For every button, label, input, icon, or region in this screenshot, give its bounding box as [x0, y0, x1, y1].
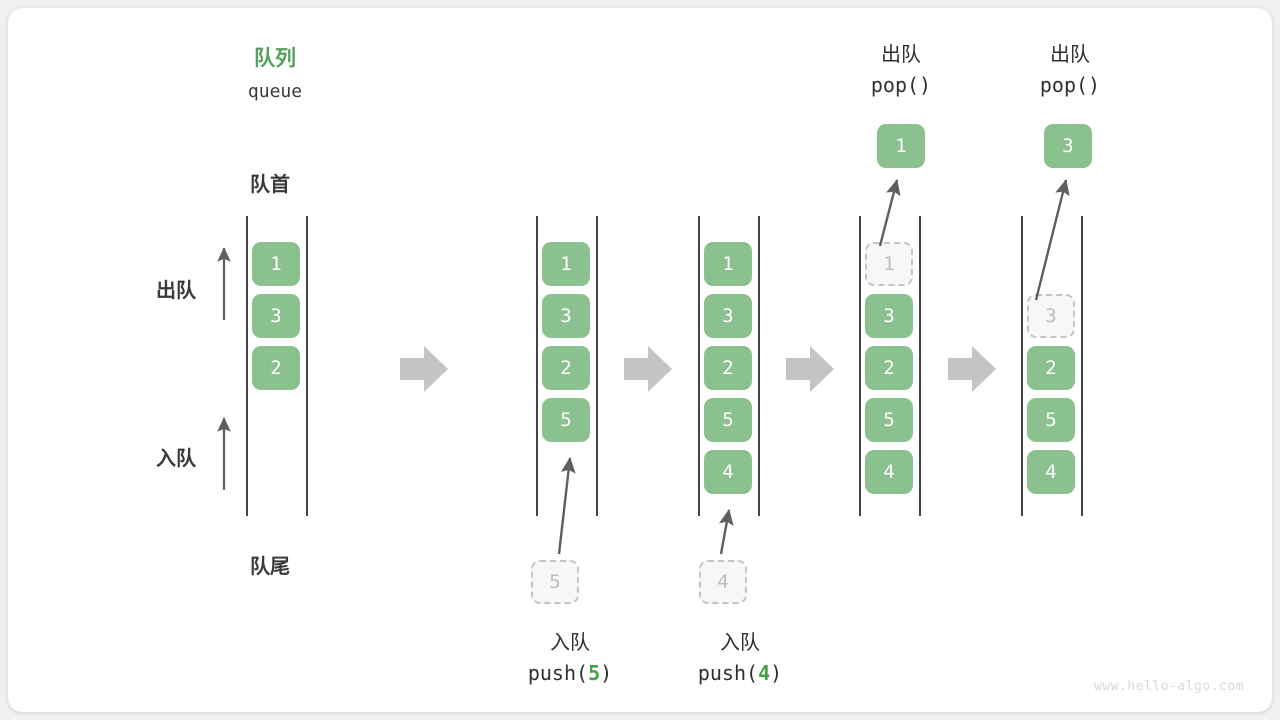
queue-rail-left	[698, 216, 700, 516]
queue-item: 5	[704, 398, 752, 442]
queue-item: 1	[542, 242, 590, 286]
queue-item: 2	[542, 346, 590, 390]
queue-item: 2	[252, 346, 300, 390]
push-arrow-4	[719, 509, 734, 555]
push-label-2-cn: 入队	[720, 632, 760, 654]
step-arrow-2	[624, 346, 672, 392]
queue-item: 3	[865, 294, 913, 338]
queue-item: 5	[542, 398, 590, 442]
push-arrow-5	[557, 457, 576, 555]
queue-rail-left	[859, 216, 861, 516]
pop-label-2-cn: 出队	[1050, 44, 1090, 66]
enqueue-label: 入队	[156, 448, 196, 470]
rear-label: 队尾	[250, 556, 290, 578]
push-label-1-cn: 入队	[550, 632, 590, 654]
queue-item: 4	[865, 450, 913, 494]
queue-item: 5	[865, 398, 913, 442]
push-label-1: 入队 push(5)	[490, 628, 650, 688]
push-value-2: 4	[758, 661, 771, 685]
pop-arrow-3	[1034, 179, 1070, 301]
pop-label-2: 出队 pop()	[990, 40, 1150, 100]
incoming-item: 4	[699, 560, 747, 604]
pop-label-2-code: pop()	[1039, 73, 1101, 97]
popped-slot: 3	[1027, 294, 1075, 338]
queue-title-cn: 队列	[254, 47, 296, 70]
queue-rail-right	[1081, 216, 1083, 516]
queue-item: 2	[865, 346, 913, 390]
push-label-2-code: push(4)	[697, 661, 783, 685]
queue-rail-right	[306, 216, 308, 516]
queue-item: 2	[1027, 346, 1075, 390]
watermark: www.hello-algo.com	[1094, 679, 1244, 694]
queue-item: 3	[704, 294, 752, 338]
diagram-card: 队列 queue 队首 队尾 出队 入队 出队 pop() 出队 pop() 入…	[8, 8, 1272, 712]
pop-arrow-1	[878, 179, 901, 247]
queue-item: 4	[1027, 450, 1075, 494]
queue-rail-left	[536, 216, 538, 516]
dequeue-label: 出队	[156, 280, 196, 302]
queue-title-en: queue	[247, 81, 303, 102]
queue-item: 3	[542, 294, 590, 338]
pop-label-1-code: pop()	[870, 73, 932, 97]
queue-item: 5	[1027, 398, 1075, 442]
outgoing-item: 1	[877, 124, 925, 168]
queue-rail-left	[1021, 216, 1023, 516]
push-label-1-code: push(5)	[527, 661, 613, 685]
queue-item: 3	[252, 294, 300, 338]
popped-slot: 1	[865, 242, 913, 286]
front-label: 队首	[250, 174, 290, 196]
step-arrow-4	[948, 346, 996, 392]
queue-rail-left	[246, 216, 248, 516]
queue-item: 2	[704, 346, 752, 390]
incoming-item: 5	[531, 560, 579, 604]
push-value-1: 5	[588, 661, 601, 685]
step-arrow-3	[786, 346, 834, 392]
outgoing-item: 3	[1044, 124, 1092, 168]
pop-label-1-cn: 出队	[881, 44, 921, 66]
queue-rail-right	[919, 216, 921, 516]
queue-item: 4	[704, 450, 752, 494]
push-label-2: 入队 push(4)	[660, 628, 820, 688]
queue-rail-right	[758, 216, 760, 516]
step-arrow-1	[400, 346, 448, 392]
pop-label-1: 出队 pop()	[821, 40, 981, 100]
queue-item: 1	[704, 242, 752, 286]
queue-rail-right	[596, 216, 598, 516]
queue-item: 1	[252, 242, 300, 286]
